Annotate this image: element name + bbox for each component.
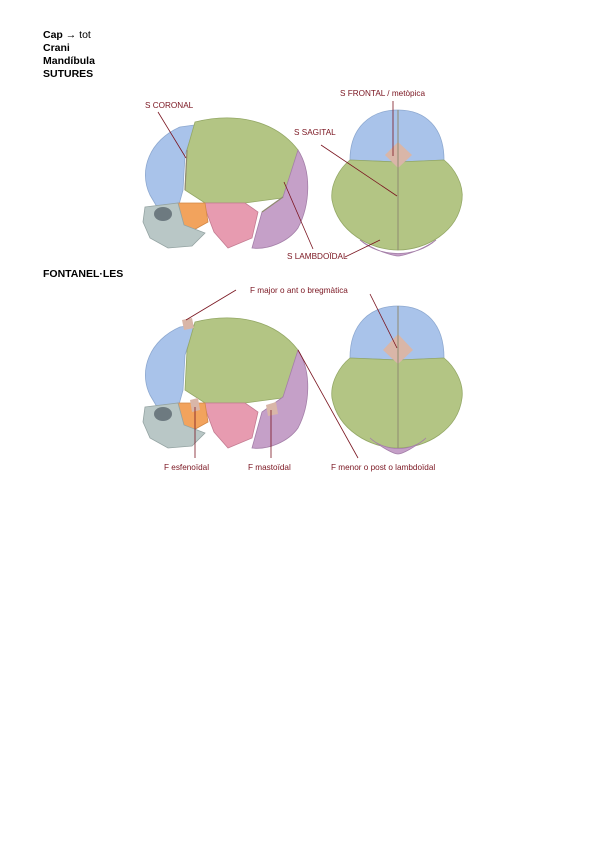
lateral-skull-illustration-2 — [143, 318, 308, 448]
top-skull-illustration-2 — [332, 306, 463, 454]
label-f-menor: F menor o post o lambdoïdal — [331, 463, 435, 472]
label-f-major: F major o ant o bregmàtica — [250, 286, 348, 295]
label-f-mastoidal: F mastoïdal — [248, 463, 291, 472]
label-f-esfenoidal: F esfenoïdal — [164, 463, 209, 472]
